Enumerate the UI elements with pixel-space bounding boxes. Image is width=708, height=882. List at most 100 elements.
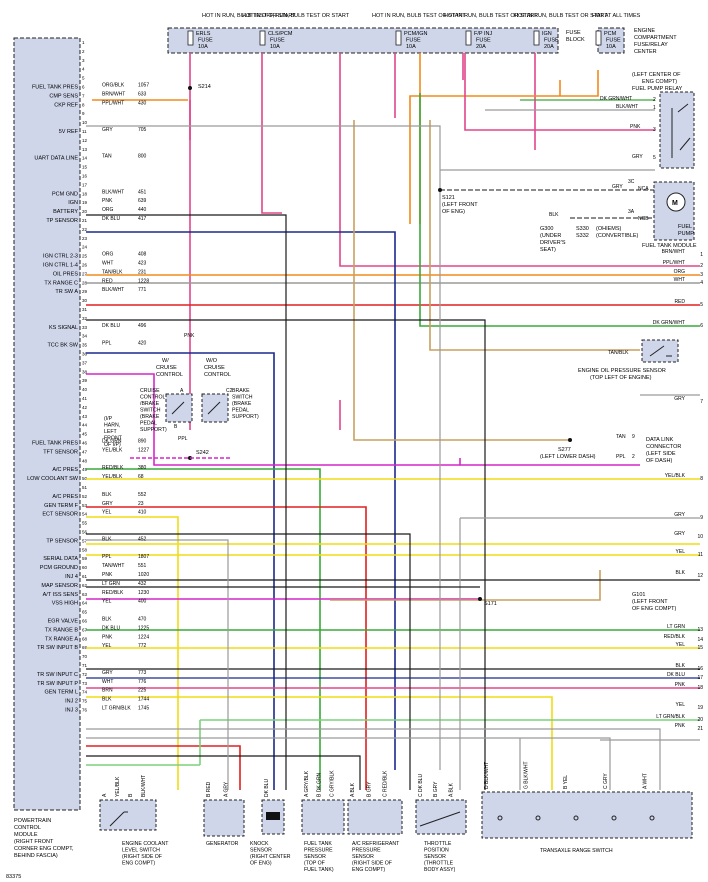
pcm-pin-number: 18 (82, 191, 88, 196)
pcm-pin-number: 6 (82, 85, 85, 90)
fuse-0-line-0: ERLS (196, 31, 211, 37)
pcm-pin-number: 73 (82, 681, 88, 686)
pcm-pin-number: 68 (82, 636, 88, 641)
right-wire-number: 7 (700, 399, 703, 405)
bs-pin-a: A (180, 388, 184, 394)
pcm-pin-number: 74 (82, 690, 88, 695)
pcm-pin-label: TFT SENSOR (43, 449, 78, 455)
pcm-pin-number: 20 (82, 209, 88, 214)
wire-circuit-label: 1224 (138, 634, 149, 640)
wire-color-label: BLK/WHT (102, 287, 124, 293)
pcm-pin-number: 23 (82, 236, 88, 241)
wire-color-label: DK BLU (102, 323, 120, 329)
pcm-pin-number: 61 (82, 574, 88, 579)
pcm-pin-number: 13 (82, 147, 88, 152)
tps-wire-1: B GRY (433, 781, 439, 797)
right-wire-number: 19 (697, 705, 703, 711)
wire-circuit-label: 1230 (138, 590, 149, 596)
wire-color-label: ORG/BLK (102, 83, 125, 89)
pcm-pin-number: 1 (82, 40, 85, 45)
right-wire-color: DK GRN/WHT (653, 320, 685, 326)
wire-color-label: YEL (102, 643, 112, 649)
coolant-box (99, 799, 157, 831)
wire-color-label: GRY (102, 127, 113, 133)
right-wire-number: 9 (700, 515, 703, 521)
wire-color-label: TAN (102, 154, 112, 160)
coolant-label-1: LEVEL SWITCH (122, 848, 160, 854)
right-wire-number: 12 (697, 573, 703, 579)
pcm-title-2: MODULE (14, 832, 38, 838)
fuel_press-box (301, 799, 345, 835)
pcm-pin-number: 17 (82, 182, 88, 187)
wire-circuit-label: 432 (138, 581, 147, 587)
pcm-pin-label: A/C PRES (52, 467, 78, 473)
ac_press-label-3: (RIGHT SIDE OF (352, 861, 392, 867)
pcm-pin-label: TR SW INPUT C (37, 672, 78, 678)
pcm-pin-number: 21 (82, 218, 88, 223)
oil-wire: TAN/BLK (608, 350, 629, 356)
dlc-wire-ppl: PPL (616, 454, 626, 460)
fuse-header-4: HOT IN RUN, BULB TEST OR START (514, 13, 608, 19)
right-wire-color: PPL/WHT (663, 260, 685, 266)
right-wire-number: 16 (697, 666, 703, 672)
pcm-pin-label: TR SW INPUT B (37, 645, 78, 651)
pcm-pin-label: GEN TERM F (44, 503, 78, 509)
wire-circuit-label: 800 (138, 154, 147, 160)
wire-color-label: BLK/WHT (102, 189, 124, 195)
pcm-pin-number: 39 (82, 378, 88, 383)
right-wire-color: YEL (676, 702, 686, 708)
wire-circuit-label: 225 (138, 688, 147, 694)
wire-color-label: PNK (102, 572, 113, 578)
brake-sw-4: SUPPORT) (232, 414, 259, 420)
relay-pin-3: 5 (653, 155, 656, 161)
wire-circuit-label: 890 (138, 439, 147, 445)
pcm-pin-label: KS SIGNAL (49, 325, 78, 331)
pcm-pin-label: 5V REF (59, 129, 79, 135)
right-wire-color: YEL (676, 642, 686, 648)
pcm-pin-number: 12 (82, 138, 88, 143)
brake-sw-2: (BRAKE (232, 401, 252, 407)
pump-motor-icon: M (672, 200, 678, 207)
pcm-pin-number: 76 (82, 708, 88, 713)
pcm-pin-number: 22 (82, 227, 88, 232)
splice-s242: S242 (196, 450, 209, 456)
pump-wire-blk: BLK (549, 212, 559, 218)
w-cruise-2: CONTROL (156, 372, 183, 378)
fuse-1-line-1: FUSE (270, 38, 285, 44)
fuse-header-3: HOT IN RUN, BULB TEST OR START (444, 13, 538, 19)
pcm-pin-label: BATTERY (53, 209, 78, 215)
pcm-pin-number: 16 (82, 174, 88, 179)
fuse-header-5: HOT AT ALL TIMES (592, 13, 641, 19)
wire-color-label: DK BLU (102, 625, 120, 631)
trs-wire-2: B YEL (563, 775, 569, 789)
ip-harn-4: OF I/P) (104, 442, 121, 448)
tps-label-1: POSITION (424, 848, 449, 854)
fuel-pump-relay: (LEFT CENTER OF ENG COMPT) FUEL PUMP REL… (600, 72, 695, 169)
pcm-pin-label: IGN CTRL 2-3 (43, 254, 78, 260)
fuel_press-wire-2: C GRY/BLK (329, 770, 335, 797)
coolant-label-3: ENG COMPT) (122, 861, 155, 867)
pcm-title-0: POWERTRAIN (14, 818, 51, 824)
bs-pin-b: B (174, 424, 178, 430)
splice-s121-1: (LEFT FRONT (442, 202, 478, 208)
wire-circuit-label: 772 (138, 643, 147, 649)
pcm-pin-number: 19 (82, 200, 88, 205)
relay-title-0: (LEFT CENTER OF (632, 72, 681, 78)
cruise-sw-6: SUPPORT) (140, 427, 167, 433)
fuse-block-label-0: FUSE (566, 30, 581, 36)
wire-circuit-label: 452 (138, 536, 147, 542)
ac_press-label-0: A/C REFRIGERANT (352, 841, 400, 847)
pcm-pin-number: 56 (82, 530, 88, 535)
dlc-label-3: OF DASH) (646, 458, 672, 464)
pcm-title-4: CORNER ENG COMPT, (14, 846, 74, 852)
tps-wire-0: C DK BLU (418, 774, 424, 797)
right-wire-number: 2 (700, 263, 703, 269)
wire-color-label: YEL/BLK (102, 447, 123, 453)
wire-color-label: BLK (102, 617, 112, 623)
right-wire-color: GRY (674, 512, 685, 518)
pcm-pin-number: 27 (82, 271, 88, 276)
wire-color-label: YEL/BLK (102, 474, 123, 480)
bs-wire-ppl: PPL (178, 436, 188, 442)
pcm-pin-number: 25 (82, 254, 88, 259)
right-wire-color: YEL/BLK (665, 473, 686, 479)
